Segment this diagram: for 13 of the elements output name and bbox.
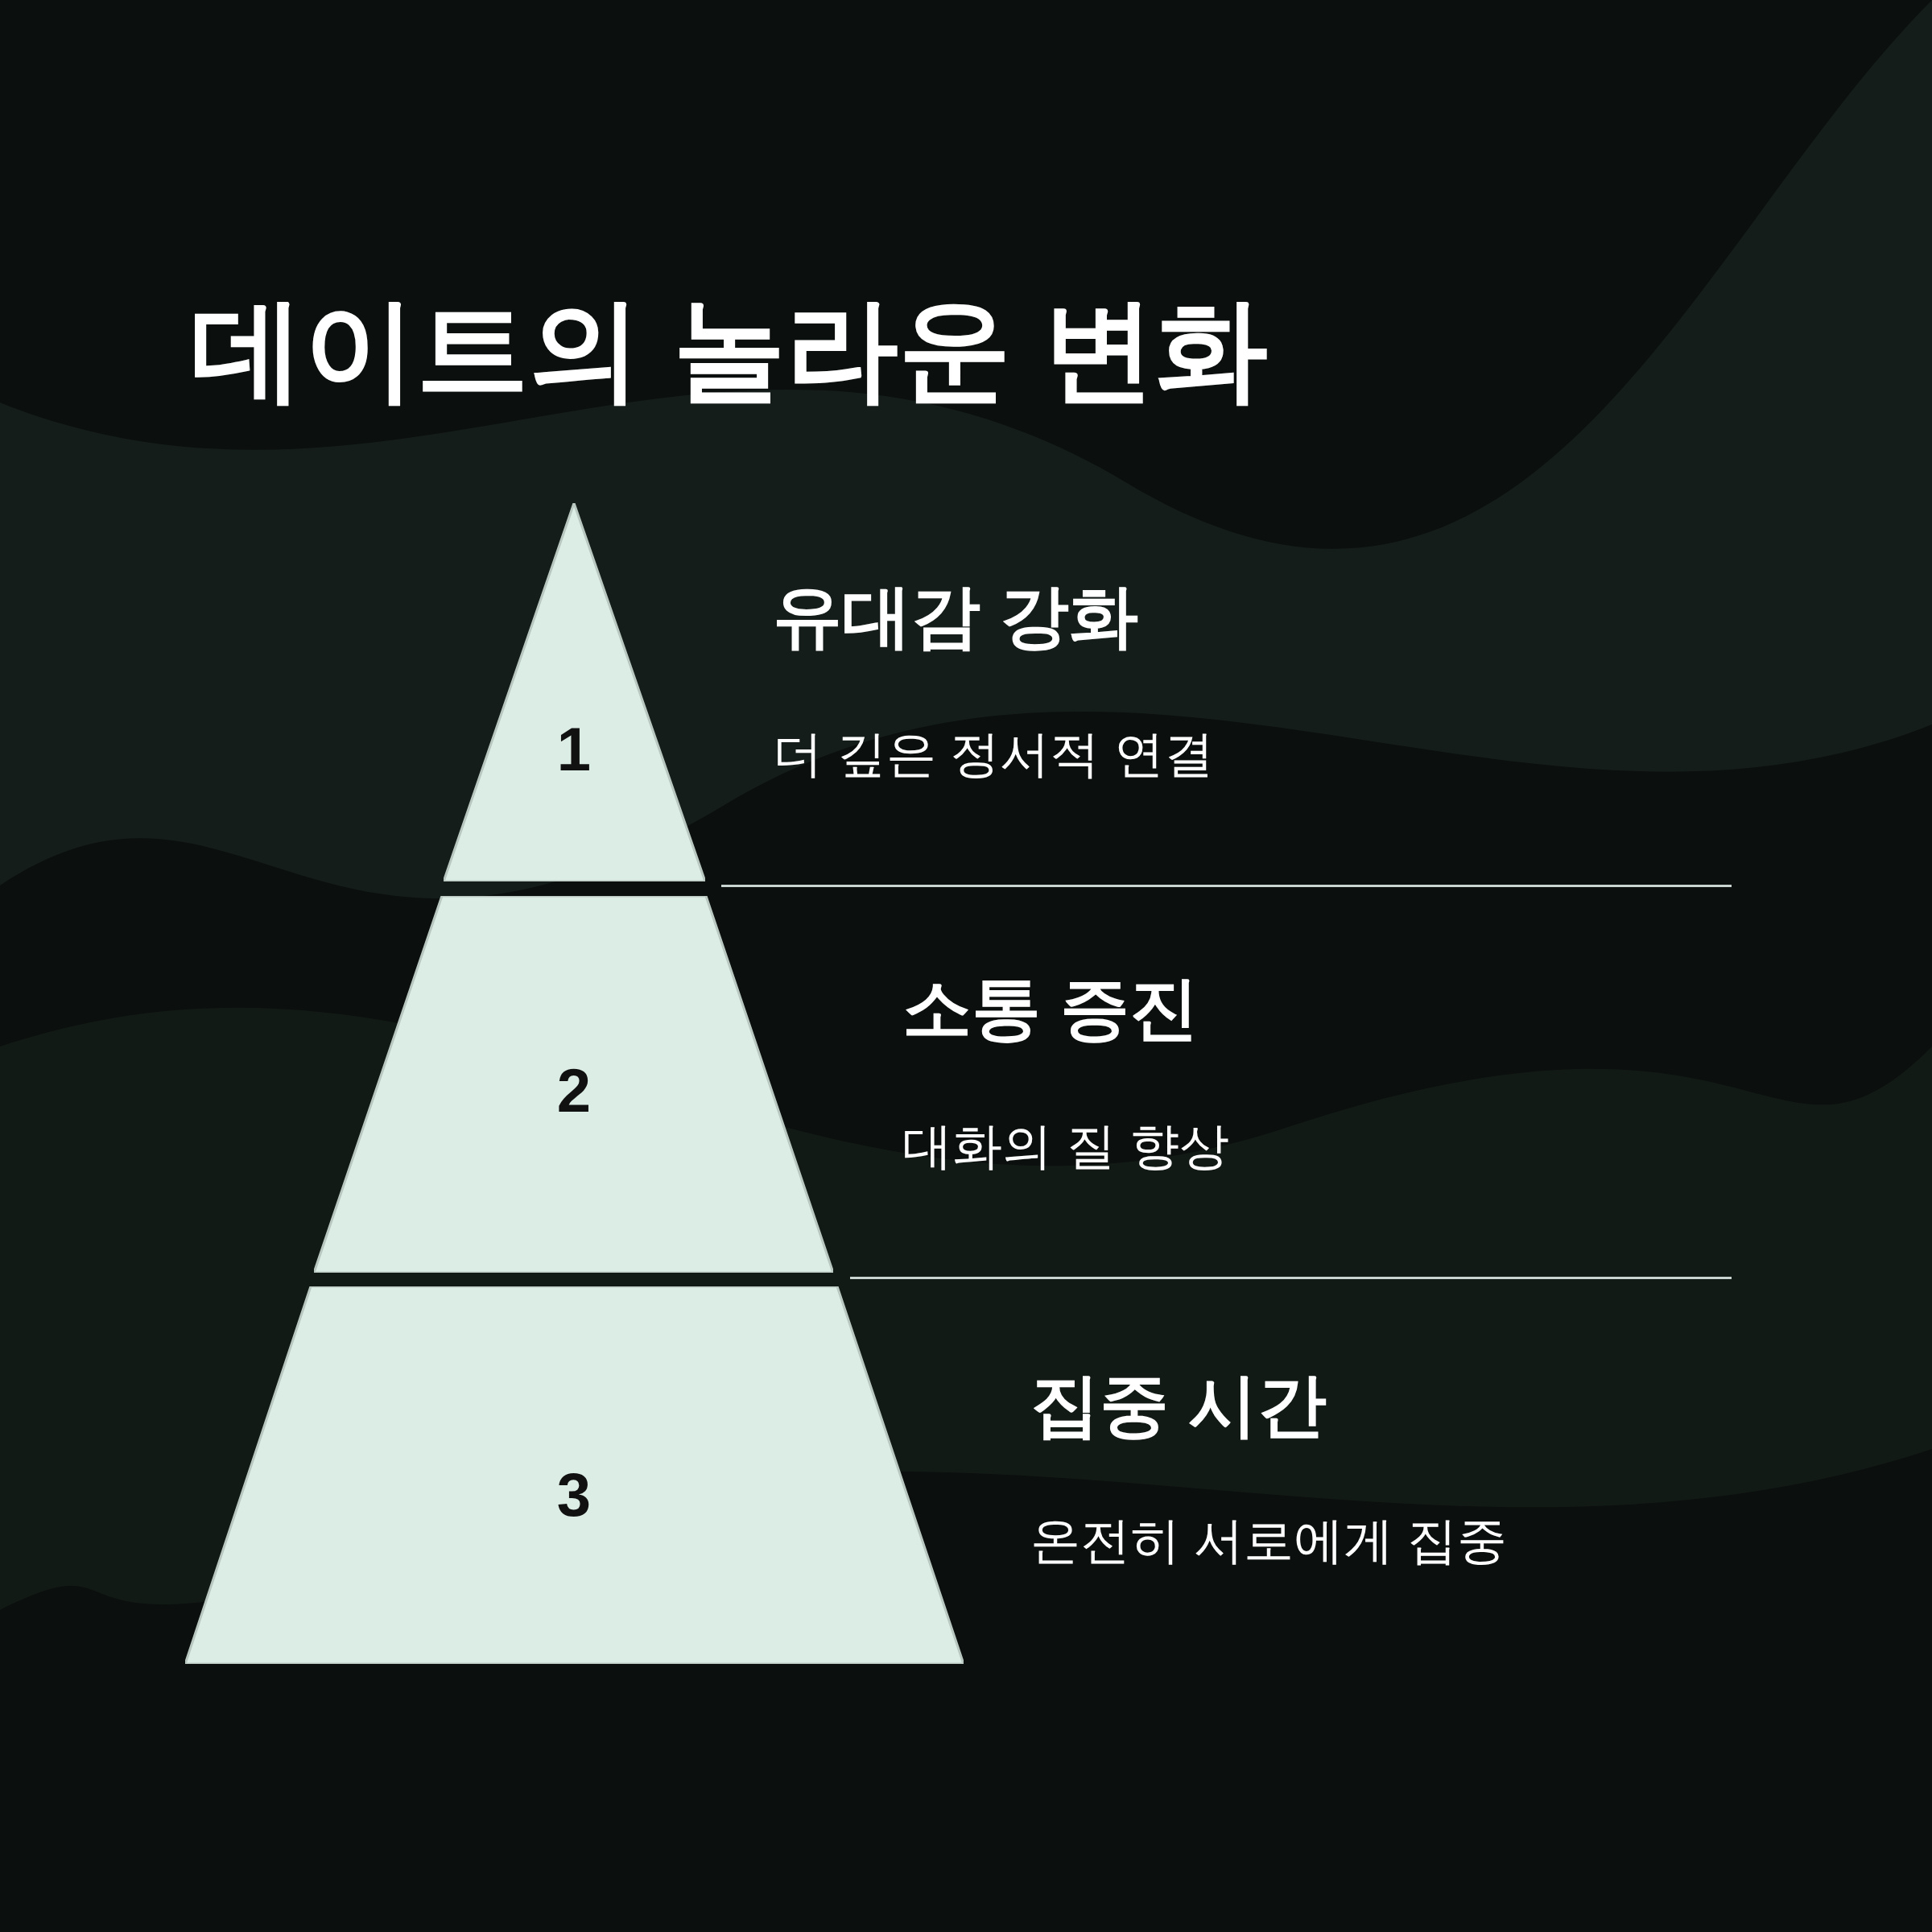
tier-heading: 소통 증진	[902, 973, 1199, 1042]
tier-number: 1	[556, 719, 592, 780]
pyramid-tier	[314, 896, 833, 1273]
tier-description: 온전히 서로에게 집중	[1030, 1516, 1508, 1566]
tier-description: 대화의 질 향상	[902, 1121, 1230, 1171]
tier-heading: 집중 시간	[1030, 1370, 1327, 1439]
tier-heading: 유대감 강화	[773, 581, 1138, 650]
title: 데이트의 놀라운 변화	[191, 290, 1268, 408]
pyramid-tier	[444, 503, 705, 881]
tier-description: 더 깊은 정서적 연결	[773, 729, 1214, 779]
pyramid-tier	[185, 1286, 964, 1664]
tier-number: 3	[556, 1464, 592, 1525]
tier-number: 2	[556, 1060, 592, 1121]
